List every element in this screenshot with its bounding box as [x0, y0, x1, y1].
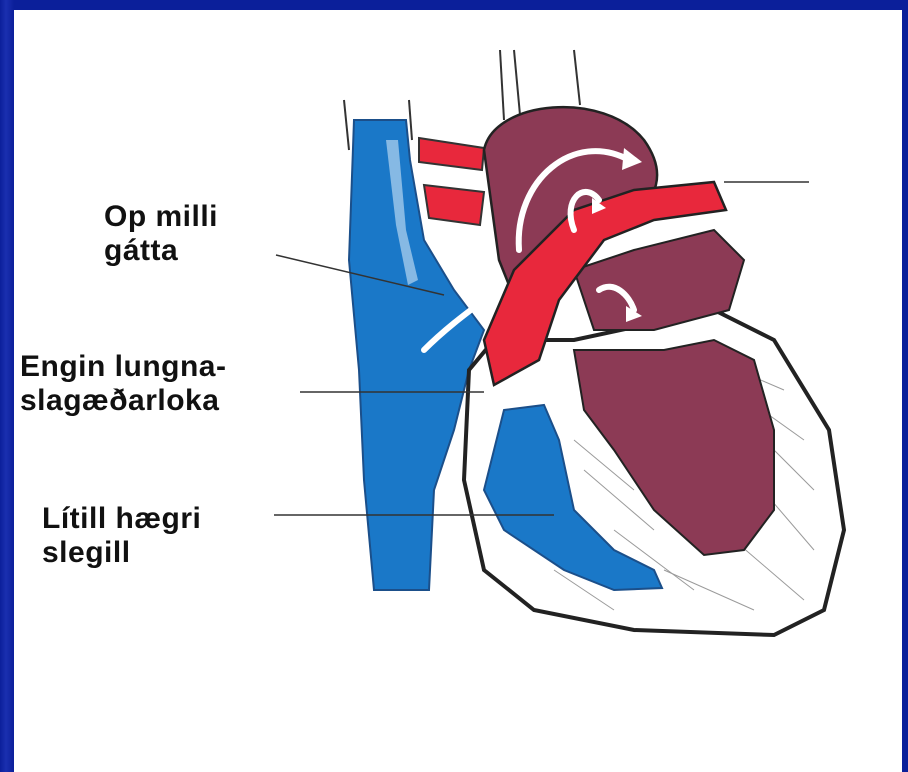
- label-no-pulmonary-valve: Engin lungna- slagæðarloka: [20, 350, 226, 418]
- label-small-right-ventricle: Lítill hægri slegill: [42, 502, 201, 570]
- left-pulmonary-branches: [419, 138, 484, 225]
- label-atrial-opening-line1: Op milli: [104, 200, 218, 234]
- label-small-right-ventricle-line2: slegill: [42, 536, 201, 570]
- label-no-pulmonary-valve-line1: Engin lungna-: [20, 350, 226, 384]
- label-small-right-ventricle-line1: Lítill hægri: [42, 502, 201, 536]
- label-no-pulmonary-valve-line2: slagæðarloka: [20, 384, 226, 418]
- slide-panel: Op milli gátta Engin lungna- slagæðarlok…: [14, 10, 902, 772]
- label-atrial-opening: Op milli gátta: [104, 200, 218, 268]
- label-atrial-opening-line2: gátta: [104, 234, 218, 268]
